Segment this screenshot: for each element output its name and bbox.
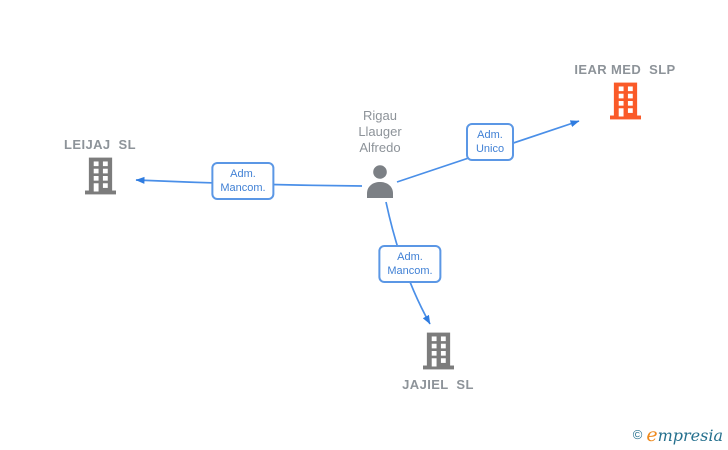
- edge-label-line: Adm.: [477, 129, 503, 141]
- company-node-iear-med[interactable]: IEAR MED SLP: [555, 62, 695, 120]
- edge-label-adm-unico: Adm. Unico: [466, 123, 514, 161]
- building-icon: [422, 332, 454, 370]
- edge-label-line: Mancom.: [220, 182, 266, 194]
- person-name: Rigau Llauger Alfredo: [358, 108, 402, 155]
- company-node-jajiel[interactable]: JAJIEL SL: [368, 332, 508, 392]
- empresia-logo[interactable]: ©empresia: [633, 424, 723, 446]
- brand-initial: e: [646, 424, 658, 446]
- company-name: LEIJAJ SL: [64, 137, 136, 152]
- edge-label-line: Mancom.: [387, 265, 433, 277]
- edge-label-adm-mancom-left: Adm. Mancom.: [211, 162, 275, 200]
- edge-label-line: Unico: [475, 143, 505, 155]
- edge-label-line: Adm.: [230, 168, 256, 180]
- company-name: JAJIEL SL: [402, 377, 474, 392]
- company-name: IEAR MED SLP: [574, 62, 676, 77]
- brand-name: mpresia: [657, 426, 723, 445]
- copyright-icon: ©: [632, 427, 643, 442]
- person-node[interactable]: Rigau Llauger Alfredo: [310, 108, 450, 198]
- building-icon: [609, 82, 641, 120]
- edge-label-adm-mancom-bottom: Adm. Mancom.: [378, 245, 442, 283]
- building-icon: [84, 157, 116, 195]
- company-node-leijaj[interactable]: LEIJAJ SL: [30, 137, 170, 195]
- person-icon: [367, 165, 393, 198]
- edge-label-line: Adm.: [397, 251, 423, 263]
